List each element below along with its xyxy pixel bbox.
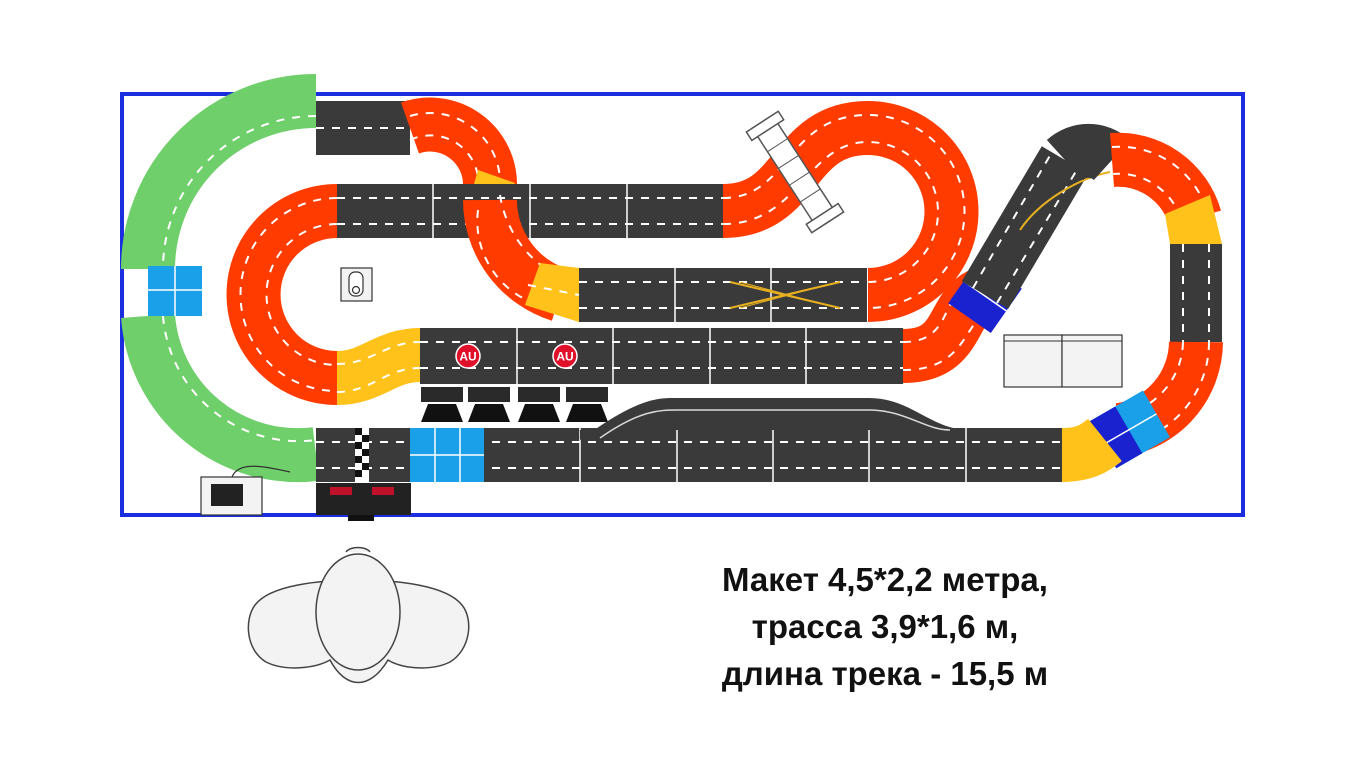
pit-stop-icon <box>421 387 463 422</box>
start-finish-line <box>355 428 369 482</box>
board-border <box>120 92 1245 517</box>
red-curve-top <box>401 97 518 191</box>
building-icon <box>1003 334 1123 388</box>
caption-line-3: длина трека - 15,5 м <box>721 655 1049 692</box>
pit-stop-icon <box>468 387 510 422</box>
yellow-curve-center <box>335 328 422 405</box>
crossing-straight <box>579 268 867 322</box>
caption-line-2: трасса 3,9*1,6 м, <box>751 608 1019 645</box>
yellow-segment-center <box>525 263 580 322</box>
au-label-1: AU <box>459 350 476 364</box>
diagonal-straight <box>961 146 1111 309</box>
yellow-segment-right <box>1165 195 1222 244</box>
caption-line-1: Макет 4,5*2,2 метра, <box>722 561 1048 598</box>
straight-center-top <box>337 184 723 238</box>
yellow-curve-bottom-right <box>1060 418 1122 482</box>
red-curve-inner-left <box>226 184 338 405</box>
au-label-2: AU <box>556 350 573 364</box>
au-marker-2: AU <box>552 343 578 369</box>
green-curve-top-left <box>121 74 317 270</box>
blue-straight-bottom <box>410 428 484 482</box>
person-icon <box>247 546 470 684</box>
straight-top-left <box>316 101 410 155</box>
pit-straight <box>420 328 903 384</box>
blue-straight-left <box>148 266 202 316</box>
pit-stop-row <box>421 387 608 422</box>
bridge-icon <box>745 110 845 234</box>
green-curve-bottom-left <box>121 313 320 483</box>
power-supply-icon <box>200 465 291 516</box>
lap-counter-icon <box>316 483 411 521</box>
controller-icon <box>340 267 373 302</box>
top-right-curve-dark <box>1046 124 1131 182</box>
layout-caption: Макет 4,5*2,2 метра, трасса 3,9*1,6 м, д… <box>640 556 1130 697</box>
pit-lane <box>580 397 966 440</box>
au-marker-1: AU <box>455 343 481 369</box>
straight-right-vertical <box>1170 244 1222 342</box>
pit-stop-icon <box>566 387 608 422</box>
pit-stop-icon <box>518 387 560 422</box>
